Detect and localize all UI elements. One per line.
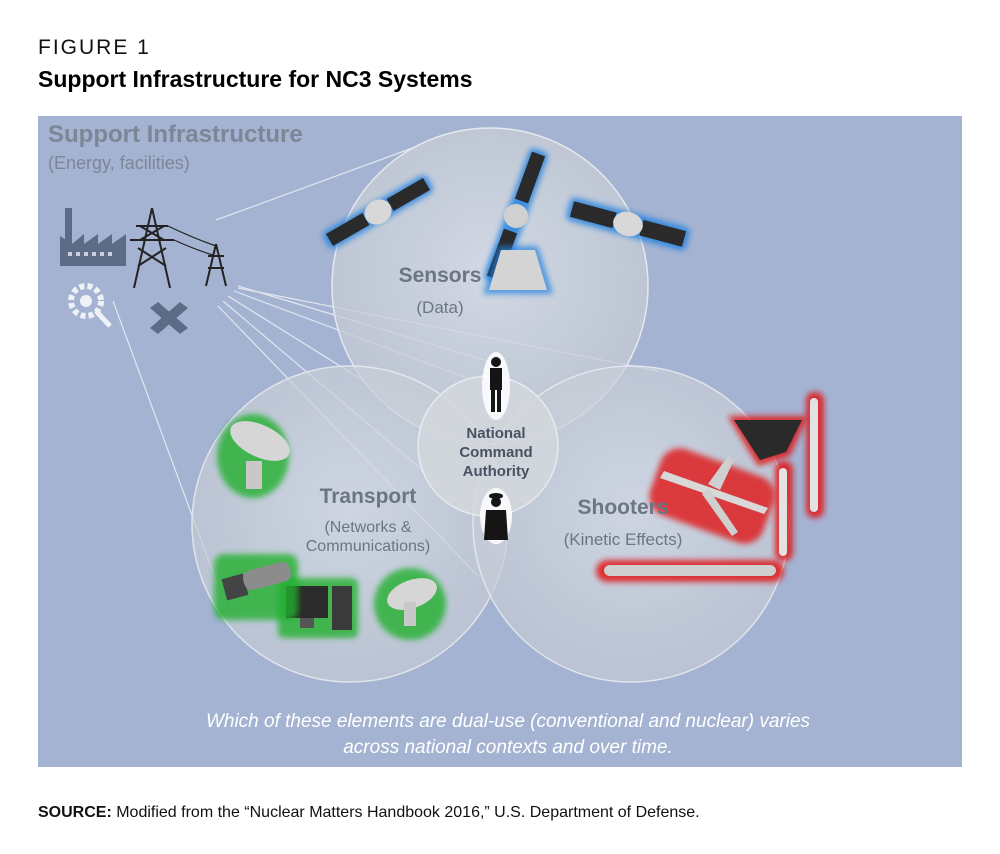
missile-icon xyxy=(775,461,793,561)
radar-dish-icon xyxy=(374,568,446,640)
center-label-line1: National xyxy=(466,425,525,442)
radar-dish-icon xyxy=(217,414,290,498)
figure-title: Support Infrastructure for NC3 Systems xyxy=(38,66,473,92)
transport-subtitle-line1: (Networks & xyxy=(324,519,411,536)
aircraft-icon xyxy=(728,416,808,466)
center-label-line3: Authority xyxy=(463,463,530,480)
transport-subtitle-line2: Communications) xyxy=(306,538,430,555)
sensors-subtitle: (Data) xyxy=(416,298,463,317)
diagram-panel: Support Infrastructure (Energy, faciliti… xyxy=(38,116,962,767)
footnote-line2: across national contexts and over time. xyxy=(343,737,673,758)
satellite-icon xyxy=(483,148,553,294)
venn-diagram: Support Infrastructure (Energy, faciliti… xyxy=(48,121,824,758)
source-label: SOURCE: xyxy=(38,804,112,821)
officer-icon xyxy=(480,488,512,544)
highway-interchange-icon xyxy=(150,302,188,334)
source-note: SOURCE: Modified from the “Nuclear Matte… xyxy=(38,804,700,822)
missile-icon xyxy=(806,392,824,518)
shooters-title: Shooters xyxy=(577,496,668,519)
source-text: Modified from the “Nuclear Matters Handb… xyxy=(111,804,700,821)
factory-icon xyxy=(60,208,126,266)
computer-icon xyxy=(214,554,298,620)
gear-wrench-icon xyxy=(68,283,112,328)
transport-title: Transport xyxy=(320,485,417,508)
footnote-line1: Which of these elements are dual-use (co… xyxy=(206,711,811,732)
aircraft-icon xyxy=(649,448,775,544)
center-label-line2: Command xyxy=(459,444,532,461)
support-subtitle: (Energy, facilities) xyxy=(48,153,190,173)
support-title: Support Infrastructure xyxy=(48,121,303,148)
sensors-title: Sensors xyxy=(399,264,482,287)
satellite-icon xyxy=(323,175,433,249)
person-icon xyxy=(482,352,510,420)
shooters-subtitle: (Kinetic Effects) xyxy=(564,530,683,549)
satellite-icon xyxy=(566,197,690,251)
figure-label: FIGURE 1 xyxy=(38,36,151,59)
submarine-icon xyxy=(596,560,784,582)
computer-icon xyxy=(278,578,358,638)
power-pylon-icon xyxy=(130,207,227,289)
